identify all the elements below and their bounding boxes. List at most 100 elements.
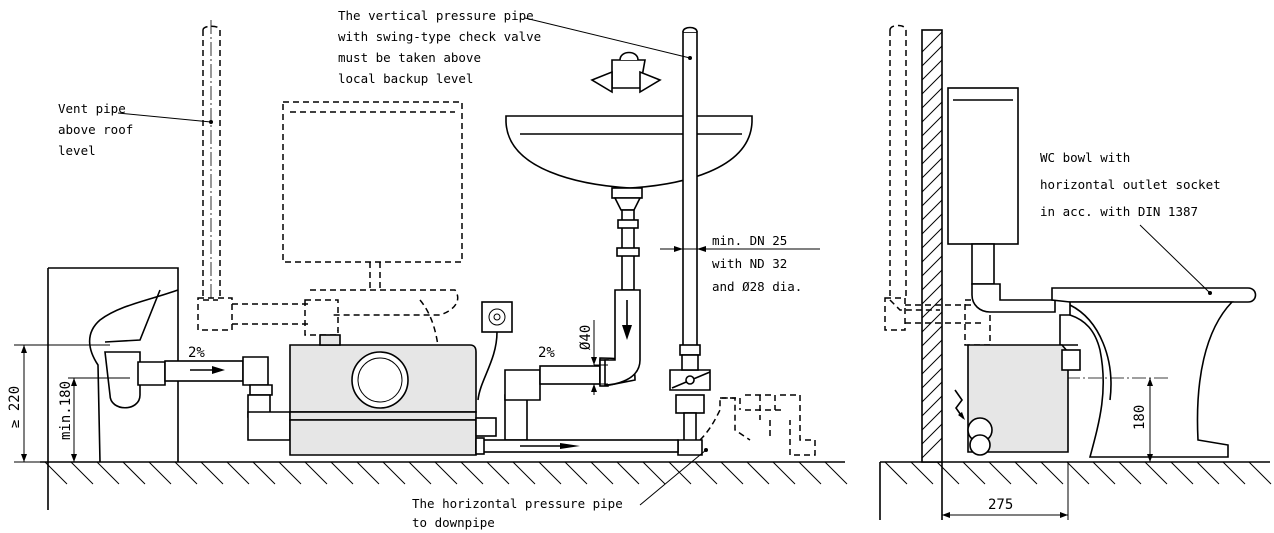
floor-hatch-line xyxy=(1144,461,1168,485)
h-180-label: 180 xyxy=(1132,405,1148,430)
left-toilet xyxy=(47,267,179,510)
vent-pipe-label: Vent pipe above roof level xyxy=(58,101,141,158)
wall-hatch-line xyxy=(921,241,943,263)
slope-arrows xyxy=(190,366,225,374)
min-180-label: min.180 xyxy=(58,381,74,440)
ge-220-label: ≥ 220 xyxy=(7,386,23,428)
slope-right-label: 2% xyxy=(538,345,555,361)
leader-lines-left xyxy=(117,17,708,506)
horizontal-pressure-pipe xyxy=(475,394,816,456)
floor-hatch-line xyxy=(330,461,354,485)
min-dn-line3: and Ø28 dia. xyxy=(712,279,802,294)
floor-hatch-line xyxy=(382,461,406,485)
wall-hatch-line xyxy=(921,185,943,207)
floor-hatch-line xyxy=(642,461,666,485)
floor-hatch-line xyxy=(962,461,986,485)
wall-hatch-line xyxy=(921,381,943,403)
floor-hatch-line xyxy=(798,461,822,485)
floor-hatch-line xyxy=(1170,461,1194,485)
min-dn-label: min. DN 25 with ND 32 and Ø28 dia. xyxy=(712,233,802,294)
vent-pipe-right xyxy=(884,24,991,346)
floor-hatch-line xyxy=(720,461,744,485)
left-trap-pipe xyxy=(104,351,291,441)
floor-hatch-line xyxy=(252,461,276,485)
wall-hatch-line xyxy=(921,199,943,221)
wall-hatch-line xyxy=(921,311,943,333)
wall-hatch-line xyxy=(921,409,943,431)
wall-hatch-line xyxy=(921,101,943,123)
floor-hatch-line xyxy=(1248,461,1272,485)
dimension-lines-right xyxy=(942,378,1153,520)
floor-hatch-line xyxy=(1092,461,1116,485)
floor-hatch-line xyxy=(408,461,432,485)
horizontal-pipe-label: The horizontal pressure pipe to downpipe xyxy=(412,496,630,530)
vent-pipe-line2: above roof xyxy=(58,122,133,137)
floor-hatch-line xyxy=(884,461,908,485)
wall-hatch-line xyxy=(921,45,943,67)
floor-hatch-line xyxy=(122,461,146,485)
floor-hatch-line xyxy=(564,461,588,485)
wc-bowl-line2: horizontal outlet socket xyxy=(1040,177,1221,192)
slope-left-label: 2% xyxy=(188,345,205,361)
horizontal-pipe-line2: to downpipe xyxy=(412,515,495,530)
cistern-right xyxy=(947,87,1056,313)
vertical-pipe-line3: must be taken above xyxy=(338,50,481,65)
vertical-pipe-line1: The vertical pressure pipe xyxy=(338,8,534,23)
wall-hatch-line xyxy=(921,213,943,235)
wall-hatch-line xyxy=(921,129,943,151)
floor-hatch-line xyxy=(278,461,302,485)
vertical-pipe-line4: local backup level xyxy=(338,71,473,86)
floor-hatch-line xyxy=(1118,461,1142,485)
text-labels: Vent pipe above roof level The vertical … xyxy=(7,8,1228,530)
electrical-socket xyxy=(477,301,513,401)
wall-hatch-line xyxy=(921,367,943,389)
wall-hatch-line xyxy=(921,171,943,193)
vertical-pipe-line2: with swing-type check valve xyxy=(338,29,541,44)
floor-hatch-line xyxy=(486,461,510,485)
wc-bowl-label: WC bowl with horizontal outlet socket in… xyxy=(1040,150,1228,219)
vent-pipe xyxy=(197,20,339,336)
floor-hatch-line xyxy=(694,461,718,485)
floor-hatch-line xyxy=(988,461,1012,485)
vent-pipe-line3: level xyxy=(58,143,96,158)
dia-40-label: Ø40 xyxy=(578,325,594,350)
wall-hatch-line xyxy=(921,115,943,137)
wall-hatch-line xyxy=(921,423,943,445)
wall-hatch-line xyxy=(921,339,943,361)
floor-hatch-line xyxy=(96,461,120,485)
min-dn-line2: with ND 32 xyxy=(712,256,787,271)
floor-hatch-line xyxy=(1040,461,1064,485)
vertical-pressure-pipe xyxy=(669,26,711,456)
floor-hatch-line xyxy=(590,461,614,485)
floor-hatch-line xyxy=(746,461,770,485)
floor-hatch-line xyxy=(460,461,484,485)
pump-unit xyxy=(289,334,477,456)
floor-hatch-line xyxy=(772,461,796,485)
wall-hatch-line xyxy=(921,73,943,95)
wall-hatch-line xyxy=(921,157,943,179)
floor-hatch-line xyxy=(70,461,94,485)
dimension-lines-left xyxy=(14,246,820,463)
vertical-pipe-label: The vertical pressure pipe with swing-ty… xyxy=(338,8,549,86)
floor-hatch-line xyxy=(304,461,328,485)
floor-hatch-line xyxy=(936,461,960,485)
floor-hatch-line xyxy=(512,461,536,485)
floor-hatch-line xyxy=(616,461,640,485)
horizontal-pipe-line1: The horizontal pressure pipe xyxy=(412,496,623,511)
floor-hatch-line xyxy=(1222,461,1246,485)
floor-hatch-line xyxy=(356,461,380,485)
floor-hatch-line xyxy=(1066,461,1090,485)
floor-hatch-line xyxy=(910,461,934,485)
floor-hatch-line xyxy=(200,461,224,485)
w-275-label: 275 xyxy=(988,497,1013,513)
pump-right xyxy=(954,344,1081,456)
wall-hatch-line xyxy=(921,325,943,347)
min-dn-line1: min. DN 25 xyxy=(712,233,787,248)
wc-bowl-line1: WC bowl with xyxy=(1040,150,1130,165)
wall-hatch-line xyxy=(921,353,943,375)
floor-right xyxy=(880,461,1272,485)
wall-hatch-line xyxy=(921,143,943,165)
floor-hatch-line xyxy=(824,461,848,485)
wall-hatch-line xyxy=(921,437,943,459)
